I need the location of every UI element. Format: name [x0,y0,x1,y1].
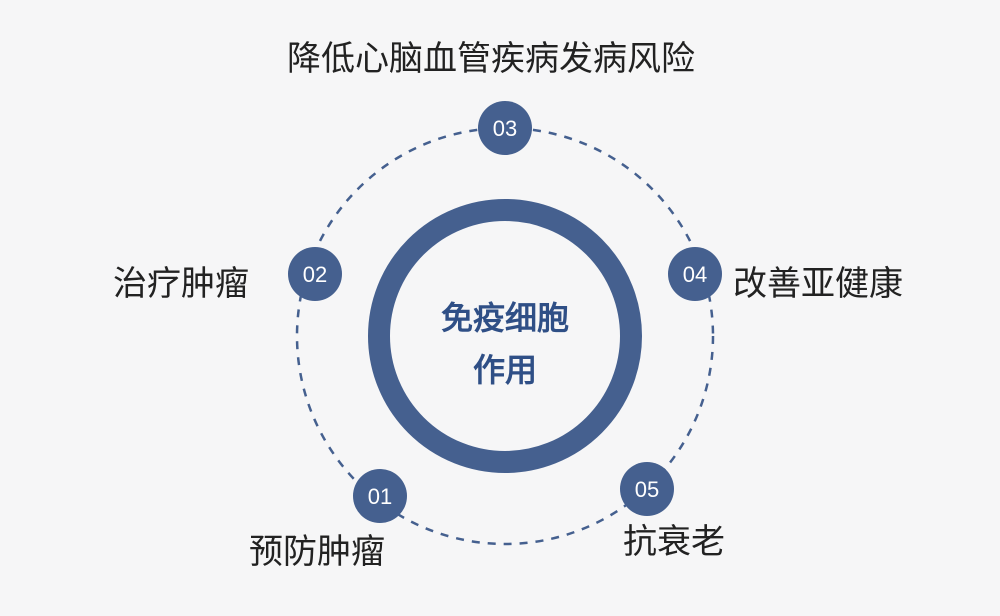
node-02-number: 02 [303,262,327,287]
center-title-line1: 免疫细胞 [441,299,569,337]
node-04-circle [668,247,722,301]
node-05: 05 [620,462,674,516]
node-03-label: 降低心脑血管疾病发病风险 [287,39,695,79]
node-05-circle [620,462,674,516]
node-03-number: 03 [493,116,517,141]
node-02: 02 [288,247,342,301]
node-05-label: 抗衰老 [623,522,725,562]
node-02-circle [288,247,342,301]
node-04: 04 [668,247,722,301]
node-01-circle [353,469,407,523]
node-05-number: 05 [635,477,659,502]
center-title-line2: 作用 [473,351,537,389]
node-01: 01 [353,469,407,523]
node-03-circle [478,101,532,155]
node-02-label: 治疗肿瘤 [113,264,249,304]
node-03: 03 [478,101,532,155]
node-04-number: 04 [683,262,707,287]
node-04-label: 改善亚健康 [733,264,903,304]
center-ring [368,199,642,473]
node-01-label: 预防肿瘤 [249,532,385,572]
node-01-number: 01 [368,484,392,509]
